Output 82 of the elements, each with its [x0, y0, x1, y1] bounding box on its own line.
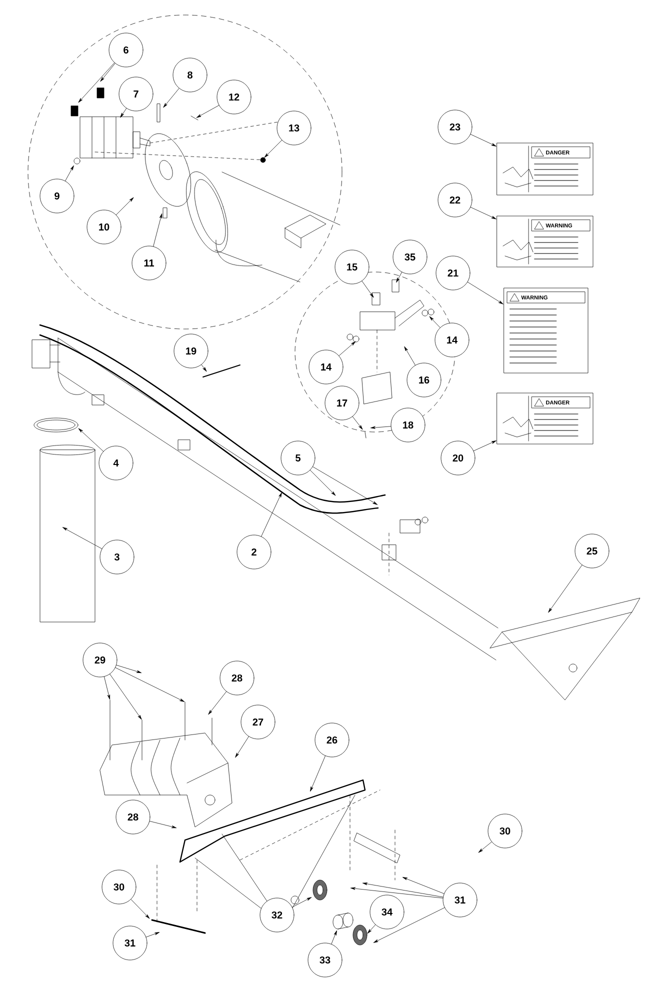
leader-line [374, 907, 445, 943]
callout-number: 22 [438, 182, 472, 218]
leader-line [350, 887, 444, 898]
callout-number: 35 [392, 240, 428, 274]
leader-line [338, 341, 356, 356]
leader-line [331, 930, 337, 944]
callout-number: 9 [40, 178, 74, 214]
leader-line [130, 899, 150, 919]
leader-line [467, 282, 504, 304]
leader-line [201, 364, 207, 372]
callout-number: 7 [118, 76, 154, 112]
leader-line [146, 932, 160, 938]
leader-line [235, 736, 249, 758]
callout-number: 23 [438, 110, 472, 144]
callout-number: 30 [488, 814, 522, 848]
callout-number: 17 [324, 386, 360, 420]
callout-number: 19 [174, 334, 208, 368]
callout-number: 2 [236, 534, 272, 570]
callout-number: 6 [108, 32, 144, 68]
leader-line [78, 428, 104, 452]
leader-line [478, 842, 492, 853]
callout-number: 29 [82, 642, 118, 678]
leader-line [310, 756, 326, 792]
leader-line [65, 166, 74, 182]
callout-number: 25 [574, 534, 610, 568]
leader-line [104, 676, 110, 700]
leader-line [163, 88, 180, 108]
callout-number: 12 [216, 80, 252, 114]
callout-number: 8 [172, 58, 208, 92]
leader-line [196, 105, 220, 118]
leader-line [396, 272, 402, 282]
callout-number: 11 [132, 246, 166, 280]
callout-number: 21 [436, 256, 470, 290]
leader-line [404, 346, 416, 366]
leader-line [310, 470, 336, 496]
leader-line [292, 897, 312, 908]
callout-number: 33 [308, 942, 342, 978]
callout-number: 4 [98, 446, 134, 480]
leader-line [150, 820, 176, 828]
leader-line [116, 197, 134, 216]
leader-line [120, 108, 127, 118]
leader-line [312, 466, 378, 505]
leader-line [153, 214, 162, 247]
callout-number: 28 [116, 800, 150, 834]
leader-line [367, 924, 376, 934]
leader-line [548, 564, 582, 613]
leader-line [470, 134, 496, 146]
leader-line [362, 882, 444, 898]
leader-line [473, 440, 496, 452]
callout-number: 15 [334, 250, 370, 284]
callout-number: 26 [314, 722, 350, 758]
callout-number: 14 [308, 350, 344, 384]
callout-number: 13 [276, 110, 312, 146]
leader-line [62, 527, 102, 549]
callout-number: 31 [112, 926, 148, 960]
callout-number: 27 [240, 704, 276, 740]
callout-number: 31 [442, 882, 478, 918]
leader-line [362, 280, 374, 298]
leader-line [78, 62, 115, 103]
leader-line [100, 63, 116, 82]
leader-line [264, 140, 282, 158]
leader-line [110, 674, 142, 720]
callout-number: 32 [260, 898, 294, 932]
callout-number: 14 [434, 322, 470, 358]
callout-number: 18 [390, 408, 426, 442]
leader-line [370, 426, 392, 429]
callout-number: 20 [440, 440, 476, 476]
leader-line [429, 316, 440, 328]
callout-number: 5 [280, 440, 316, 476]
callout-number: 34 [370, 894, 404, 930]
callout-number: 16 [406, 362, 442, 398]
leader-line [116, 664, 142, 673]
callout-number: 30 [102, 870, 136, 904]
leader-line [261, 492, 282, 537]
leader-line [115, 667, 184, 702]
callout-number: 3 [100, 540, 134, 574]
leader-line [402, 877, 444, 894]
leader-line [352, 416, 363, 430]
leader-line [208, 691, 227, 715]
leader-line [470, 207, 496, 220]
callout-number: 10 [86, 210, 122, 244]
callout-number: 28 [220, 660, 254, 696]
